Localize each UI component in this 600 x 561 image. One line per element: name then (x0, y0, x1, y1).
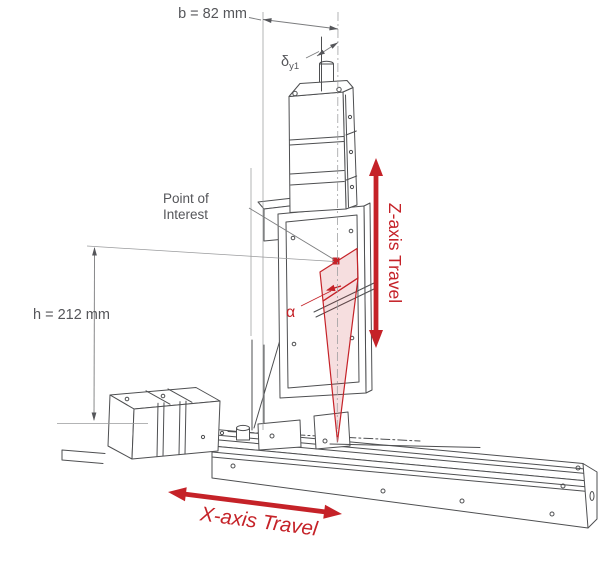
rail-end-slot (589, 491, 595, 501)
base-block (257, 419, 302, 451)
gusset-brace (251, 339, 281, 431)
h-top-extension (86, 245, 335, 262)
surface-line (329, 443, 481, 448)
h-dim-line (93, 247, 95, 421)
b-dimension-label: b = 82 mm (178, 6, 247, 22)
x-arrowhead-left (168, 487, 187, 502)
delta-arrowhead-low (317, 49, 325, 56)
plate-inner-frame (285, 214, 360, 389)
poi-label-line1: Point of (163, 191, 209, 206)
strip-hole (349, 184, 355, 190)
h-arrowhead-bottom (91, 412, 97, 421)
x-motor-block (107, 387, 221, 460)
error-wedge (322, 277, 359, 443)
poi-callout: Point of Interest α (163, 191, 335, 321)
motor-screw (124, 396, 130, 402)
poi-leader (248, 207, 335, 260)
rail-left-stub (61, 449, 106, 464)
ideal-centerline (336, 11, 339, 444)
top-screw (336, 86, 342, 93)
z-axis-column (288, 60, 358, 213)
strip-hole (347, 114, 353, 120)
delta-label: δy1 (281, 54, 299, 72)
h-dimension-label: h = 212 mm (33, 307, 110, 323)
dimension-h: h = 212 mm (33, 245, 335, 424)
x-travel-annotation: X-axis Travel (168, 487, 342, 541)
z-arrowhead-down (369, 330, 383, 348)
rail-screw (560, 483, 566, 489)
b-dim-line (262, 19, 339, 30)
column-joint-lines (289, 130, 358, 186)
poi-marker (332, 257, 340, 265)
clamp-knob-top (236, 424, 250, 432)
rail-screw (549, 511, 555, 517)
x-arrow-shaft (183, 491, 327, 515)
z-travel-label: Z-axis Travel (385, 203, 405, 303)
delta-leader (305, 51, 320, 59)
small-screw (219, 430, 225, 436)
b-arrowhead-left (263, 18, 272, 23)
x-arrowhead-right (323, 504, 342, 519)
rail-screw (459, 498, 465, 504)
plate-screw (348, 228, 354, 234)
rail-screw (230, 463, 236, 469)
dimension-delta: δy1 (281, 42, 339, 72)
alpha-label: α (286, 304, 295, 321)
motor-front-face (131, 400, 221, 460)
rail-centerline (227, 431, 421, 442)
foot-screw (322, 438, 328, 444)
base-screw (269, 433, 275, 439)
dimension-b: b = 82 mm (178, 6, 339, 430)
base-foot (313, 411, 351, 450)
plate-screw (290, 235, 296, 241)
b-arrowhead-right (329, 25, 338, 31)
top-screw (292, 90, 298, 97)
motor-joint-lines (145, 388, 193, 457)
rail-front-grooves (211, 451, 589, 492)
delta-arrowhead-high (330, 42, 338, 49)
z-arrowhead-up (369, 158, 383, 176)
alpha-arrowhead (326, 284, 336, 292)
rail-screw (380, 488, 386, 494)
motor-screw (160, 393, 166, 399)
poi-label-line2: Interest (163, 207, 208, 222)
small-screw (200, 434, 206, 440)
b-label-leader (248, 17, 262, 21)
delta-sub: y1 (289, 61, 299, 72)
h-arrowhead-top (92, 247, 97, 256)
rail-screw (575, 465, 581, 471)
plate-screw (291, 341, 297, 347)
side-strip (345, 94, 349, 208)
error-cone (300, 247, 359, 443)
centerlines (321, 11, 339, 444)
delta-glyph: δ (281, 54, 289, 70)
z-travel-annotation: Z-axis Travel (369, 158, 405, 348)
alpha-leader (300, 290, 332, 307)
strip-hole (348, 149, 354, 155)
